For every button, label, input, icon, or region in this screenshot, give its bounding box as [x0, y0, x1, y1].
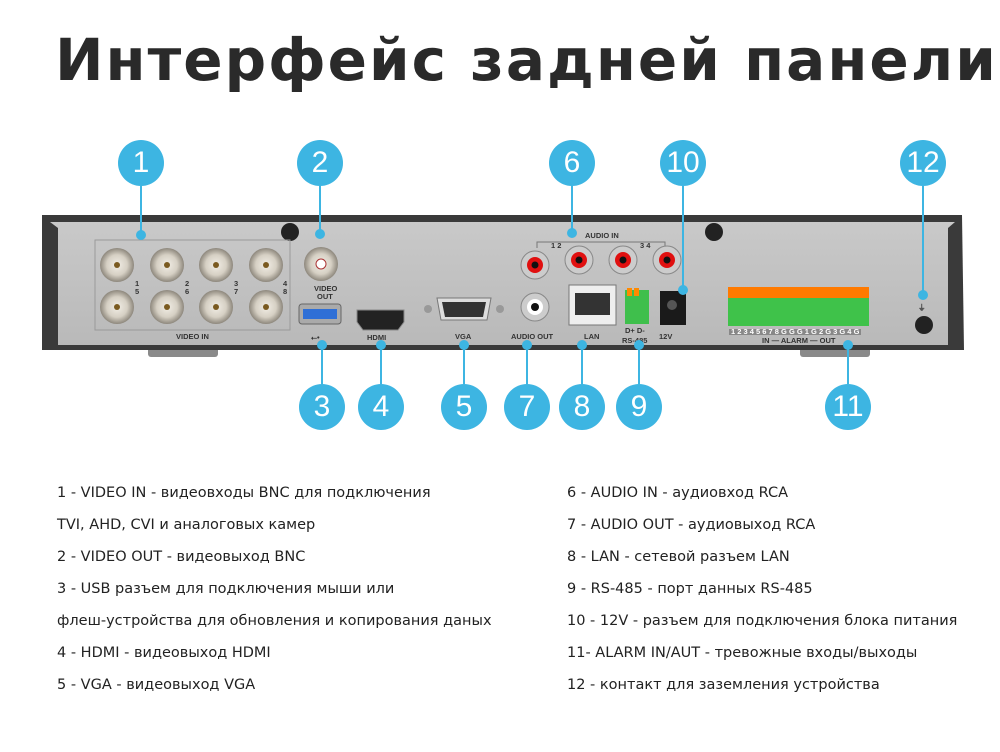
channel-label: 1	[135, 279, 139, 288]
audio-in-label: AUDIO IN	[585, 231, 619, 240]
rs485-label: RS-485	[622, 336, 647, 345]
usb-icon: ⭠•	[311, 333, 320, 342]
description-line: 5 - VGA - видеовыход VGA	[57, 677, 256, 693]
screw	[281, 223, 299, 241]
description-line: 1 - VIDEO IN - видеовходы BNC для подклю…	[57, 485, 431, 501]
alarm-terminal	[728, 298, 869, 326]
page-title: Интерфейс задней панели	[55, 26, 998, 94]
channel-label: 4	[283, 279, 288, 288]
lan-label: LAN	[584, 332, 599, 341]
audio-out-label: AUDIO OUT	[511, 332, 554, 341]
callout-3: 3	[299, 384, 345, 430]
video-in-label: VIDEO IN	[176, 332, 209, 341]
video-in-box	[94, 239, 291, 331]
ground-icon: ⏚	[918, 303, 926, 312]
channel-label: 3	[234, 279, 238, 288]
callout-11: 11	[825, 384, 871, 430]
callout-6: 6	[549, 140, 595, 186]
hdmi-port	[356, 309, 405, 331]
description-line: 11- ALARM IN/AUT - тревожные входы/выход…	[567, 645, 918, 661]
callout-12: 12	[900, 140, 946, 186]
callout-5: 5	[441, 384, 487, 430]
leader-lines	[136, 186, 928, 384]
callout-7: 7	[504, 384, 550, 430]
description-line: 7 - AUDIO OUT - аудиовыход RCA	[567, 517, 816, 533]
channel-label: 6	[185, 287, 189, 296]
screw	[705, 223, 723, 241]
hdmi-label: HDMI	[367, 333, 386, 342]
callout-1: 1	[118, 140, 164, 186]
rca-audio-in-group	[520, 245, 682, 280]
description-line: 9 - RS-485 - порт данных RS-485	[567, 581, 813, 597]
channel-label: 5	[135, 287, 139, 296]
audio-in-12-label: 1 2	[551, 241, 561, 250]
description-line: 4 - HDMI - видеовыход HDMI	[57, 645, 271, 661]
alarm-label: IN — ALARM — OUT	[762, 336, 836, 345]
description-line: 12 - контакт для заземления устройства	[567, 677, 880, 693]
callout-8: 8	[559, 384, 605, 430]
alarm-terminal-latches	[728, 287, 869, 299]
description-line: 6 - AUDIO IN - аудиовход RCA	[567, 485, 789, 501]
channel-label: 2	[185, 279, 189, 288]
callout-9: 9	[616, 384, 662, 430]
channel-label: 7	[234, 287, 238, 296]
ground-screw	[915, 316, 933, 334]
callout-2: 2	[297, 140, 343, 186]
bnc-video-in-group	[100, 248, 283, 324]
description-line: 2 - VIDEO OUT - видеовыход BNC	[57, 549, 306, 565]
video-out-label: VIDEO	[314, 284, 338, 293]
video-out-label: OUT	[317, 292, 333, 301]
channel-label: 8	[283, 287, 287, 296]
description-line: 8 - LAN - сетевой разъем LAN	[567, 549, 790, 565]
callout-10: 10	[660, 140, 706, 186]
description-line: флеш-устройства для обновления и копиров…	[57, 613, 492, 629]
audio-in-34-label: 3 4	[640, 241, 651, 250]
description-line: TVI, AHD, CVI и аналоговых камер	[57, 517, 316, 533]
description-line: 10 - 12V - разъем для подключения блока …	[567, 613, 958, 629]
vga-label: VGA	[455, 332, 472, 341]
alarm-pins-label: 1 2 3 4 5 6 7 8 G G G 1 G 2 G 3 G 4 G	[731, 327, 860, 336]
callout-4: 4	[358, 384, 404, 430]
description-line: 3 - USB разъем для подключения мыши или	[57, 581, 395, 597]
rs485-pins-label: D+ D-	[625, 326, 645, 335]
power-label: 12V	[659, 332, 672, 341]
